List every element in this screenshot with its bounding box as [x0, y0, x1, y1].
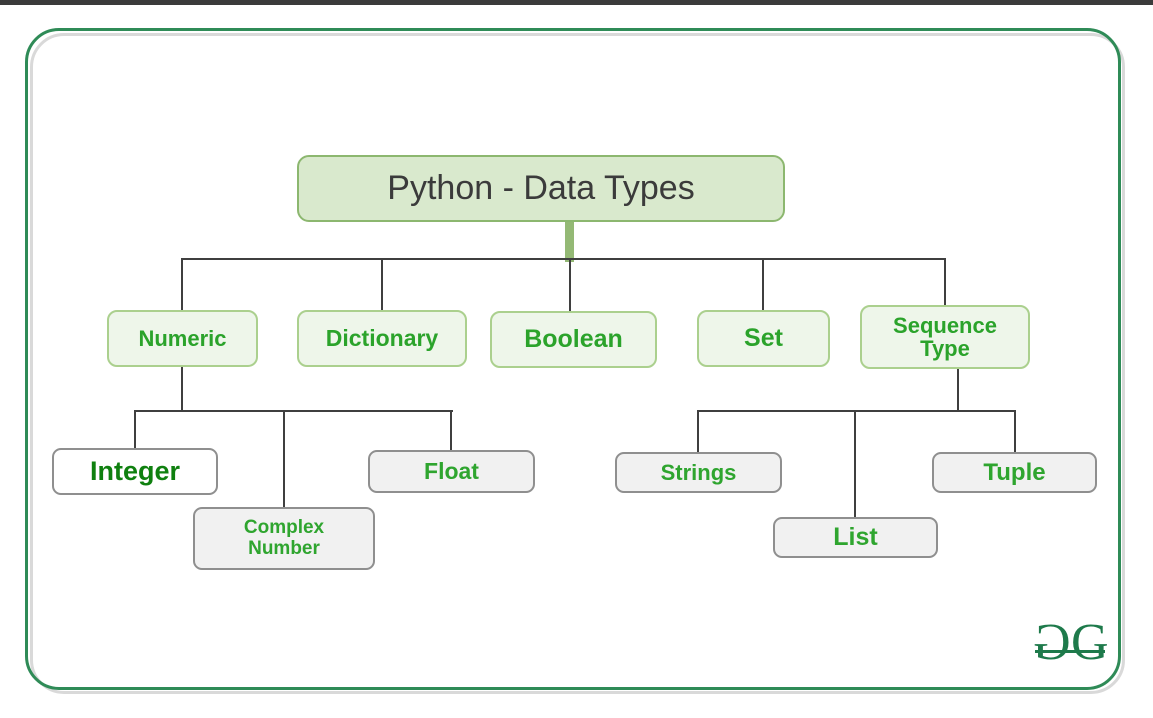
connector-level1-horizontal — [181, 258, 946, 260]
top-window-edge — [0, 0, 1153, 5]
node-root-python-data-types: Python - Data Types — [297, 155, 785, 222]
connector-to-float — [450, 410, 452, 450]
connector-to-complex-number — [283, 410, 285, 507]
connector-to-strings — [697, 410, 699, 452]
connector-numeric-stem — [181, 367, 183, 410]
node-set: Set — [697, 310, 830, 367]
connector-to-integer — [134, 410, 136, 448]
connector-root-stem — [565, 222, 574, 262]
connector-sequence-horizontal — [697, 410, 1016, 412]
node-dictionary-label: Dictionary — [325, 325, 439, 351]
node-integer-label: Integer — [89, 456, 181, 486]
connector-to-numeric — [181, 258, 183, 310]
node-set-label: Set — [744, 324, 783, 352]
node-list-label: List — [833, 523, 878, 551]
node-complex-number-label: Complex Number — [243, 516, 325, 559]
node-sequence-type-label: Sequence Type — [893, 312, 997, 361]
node-float: Float — [368, 450, 535, 493]
connector-to-sequence-type — [944, 258, 946, 305]
node-integer: Integer — [52, 448, 218, 495]
connector-to-tuple — [1014, 410, 1016, 452]
node-root-label: Python - Data Types — [387, 169, 695, 207]
geeksforgeeks-logo: GG — [1034, 614, 1109, 671]
node-complex-number: Complex Number — [193, 507, 375, 570]
node-float-label: Float — [424, 458, 479, 484]
node-strings-label: Strings — [660, 459, 737, 485]
logo-mirrored-g: G — [1035, 614, 1071, 671]
outer-frame-shadow — [30, 33, 1125, 694]
node-boolean-label: Boolean — [524, 325, 623, 353]
connector-sequence-stem — [957, 369, 959, 410]
node-dictionary: Dictionary — [297, 310, 467, 367]
node-tuple: Tuple — [932, 452, 1097, 493]
outer-frame — [25, 28, 1121, 690]
connector-to-list — [854, 410, 856, 517]
node-numeric-label: Numeric — [138, 325, 227, 351]
node-boolean: Boolean — [490, 311, 657, 368]
connector-to-boolean — [569, 258, 571, 311]
node-sequence-type: Sequence Type — [860, 305, 1030, 369]
connector-numeric-horizontal — [134, 410, 453, 412]
logo-crossbar — [1035, 650, 1105, 653]
node-list: List — [773, 517, 938, 558]
node-strings: Strings — [615, 452, 782, 493]
node-numeric: Numeric — [107, 310, 258, 367]
connector-to-dictionary — [381, 258, 383, 310]
node-tuple-label: Tuple — [983, 458, 1046, 486]
logo-g: G — [1071, 614, 1109, 671]
connector-to-set — [762, 258, 764, 310]
